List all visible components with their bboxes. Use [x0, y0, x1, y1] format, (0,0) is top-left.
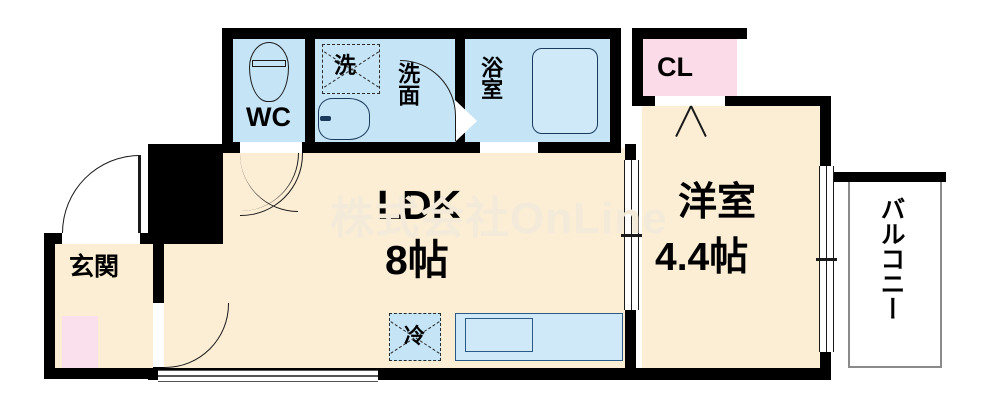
balcony-label: バルコニー [877, 196, 905, 321]
sliding-door-ldk-western[interactable] [621, 160, 642, 310]
western-room-label: 洋室 [678, 181, 757, 224]
washroom-door-opening[interactable] [480, 142, 538, 153]
wall-ldk-western-bottom [625, 310, 636, 370]
washbasin-tap [320, 116, 331, 121]
wall-left-corridor [148, 144, 163, 244]
wall-balcony-top [831, 172, 946, 182]
wall-genkan-bottom [44, 368, 164, 379]
refrigerator-space [389, 313, 441, 361]
wall-genkan-left [44, 233, 55, 379]
wall-bottom-wet [222, 142, 621, 153]
closet-fold-door-icon [655, 106, 725, 140]
wall-top-western [737, 96, 831, 106]
toilet-tank [252, 60, 286, 67]
wall-left-closet [632, 28, 643, 96]
washer-label: 洗 [334, 53, 357, 78]
wall-top-wet [222, 28, 620, 39]
wall-right-bath [610, 28, 621, 153]
closet-floor [642, 38, 737, 96]
western-room-size-label: 4.4帖 [655, 236, 749, 279]
balcony-right-rail [940, 182, 942, 368]
ldk-door-opening[interactable] [240, 142, 302, 153]
wall-right-western-top [820, 96, 831, 166]
wall-wc-washbasin [305, 28, 315, 142]
ldk-label: LDK [377, 182, 462, 228]
wall-washbasin-bath [455, 28, 465, 142]
entrance-door-opening[interactable] [62, 233, 140, 244]
washbasin-label: 洗面 [395, 62, 421, 106]
genkan-label: 玄関 [69, 253, 120, 281]
wall-ldk-western-top [625, 144, 636, 160]
shoe-cabinet [62, 316, 98, 368]
closet-label: CL [657, 52, 693, 82]
ldk-window[interactable] [158, 370, 378, 382]
refrigerator-label: 冷 [404, 325, 425, 348]
entrance-door-leaf[interactable] [138, 155, 141, 233]
bath-door-fold-outline [455, 100, 479, 144]
wall-genkan-partition [153, 243, 164, 303]
hall-door-opening[interactable] [153, 303, 164, 367]
balcony-left-rail [848, 182, 850, 368]
wall-western-bottom [633, 368, 831, 380]
balcony-bottom-rail [848, 366, 942, 368]
balcony-floor [852, 182, 942, 368]
wall-top-closet [632, 28, 747, 39]
sliding-door-balcony[interactable] [816, 166, 837, 352]
washing-machine-space [322, 44, 380, 94]
bath-label: 浴室 [478, 56, 504, 100]
wc-label: WC [246, 102, 291, 132]
bathtub-fixture [532, 48, 598, 134]
closet-door-opening[interactable] [655, 96, 725, 106]
wall-right-western-bottom [820, 352, 831, 372]
western-room-floor [642, 96, 820, 368]
toilet-fixture [249, 42, 289, 102]
kitchen-sink [465, 318, 533, 352]
entrance-door-arc [62, 155, 141, 234]
watermark-text: 株式会社OnLine [330, 194, 668, 243]
ldk-size-label: 8帖 [385, 237, 449, 283]
wall-left-wet [222, 28, 233, 142]
